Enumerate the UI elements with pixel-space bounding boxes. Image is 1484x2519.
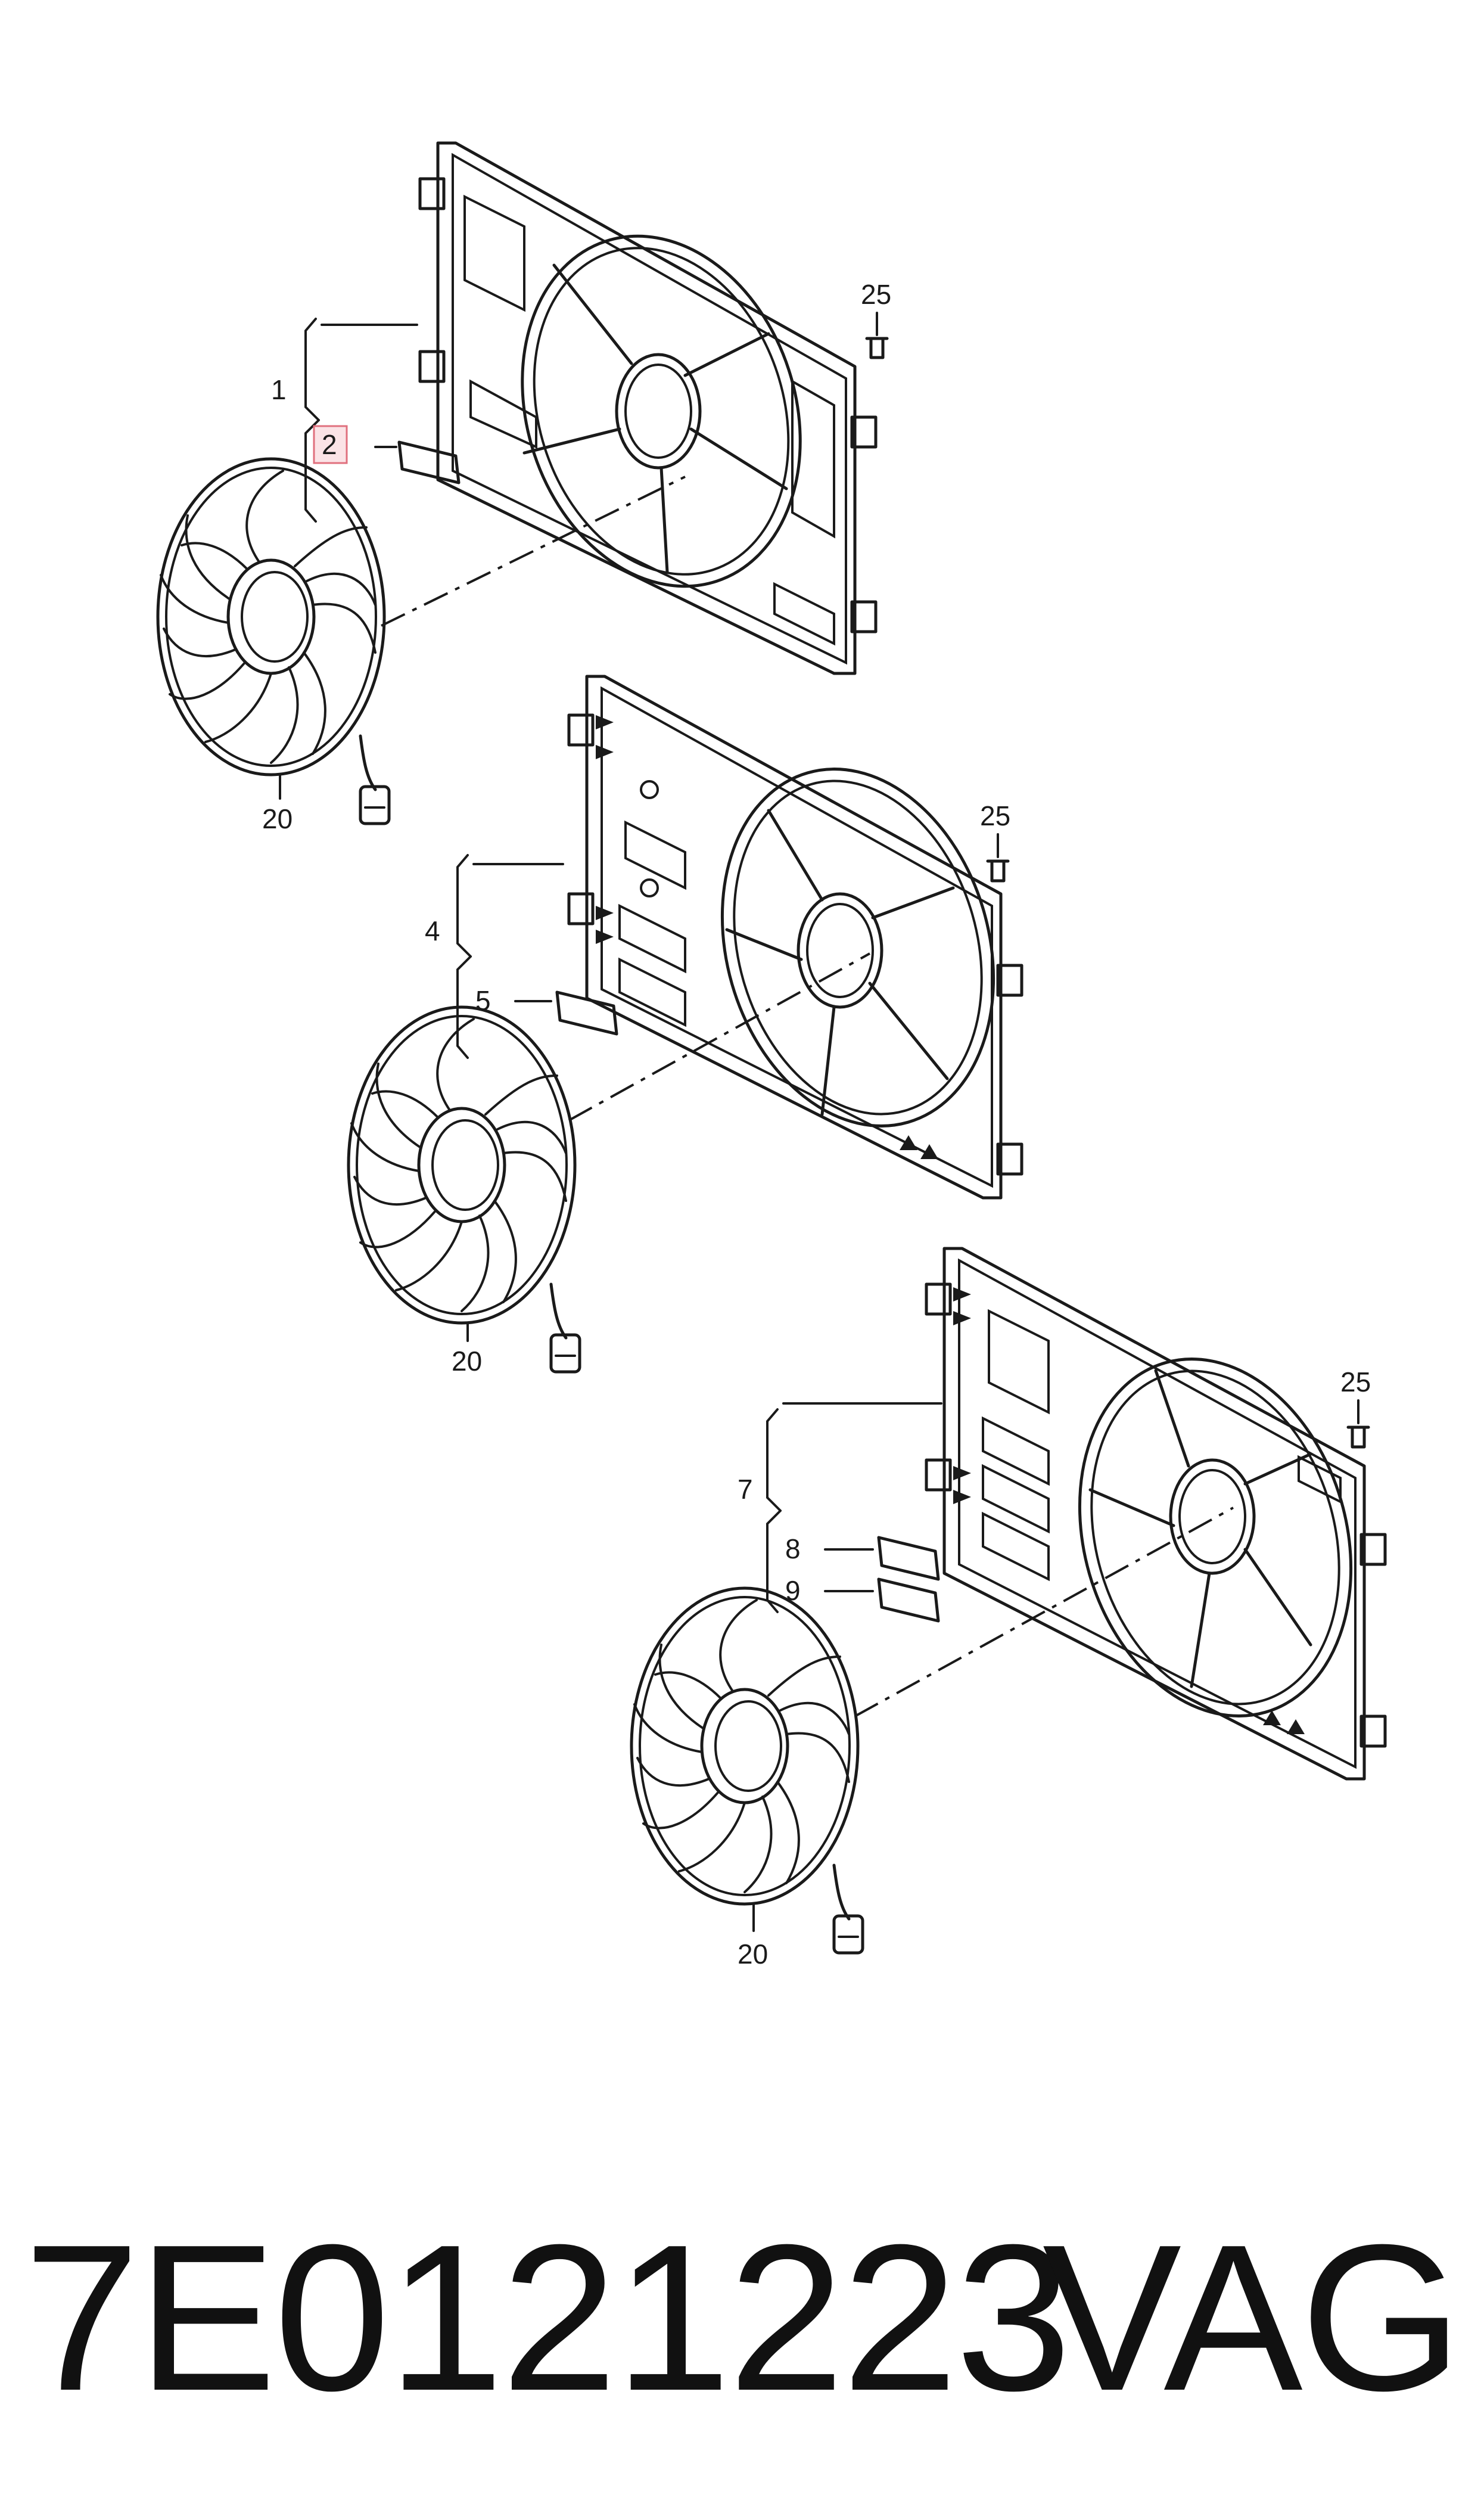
- callout-7: 7: [738, 1474, 753, 1505]
- bolt-25-a: [865, 337, 889, 359]
- callout-labels: 1 2 25 20 4 5 25 20 7 8 9 25 20: [262, 279, 1371, 1970]
- callout-20-c: 20: [738, 1939, 768, 1970]
- strip-2-part: [397, 440, 461, 484]
- strip-8-part: [877, 1536, 940, 1581]
- footer-row: 7E0121223 VAG: [0, 2199, 1484, 2437]
- callout-4: 4: [425, 915, 440, 946]
- callout-1: 1: [271, 374, 287, 405]
- shroud-c-frame: [942, 1247, 1366, 1781]
- callout-2: 2: [322, 429, 337, 460]
- callout-20-b: 20: [452, 1346, 482, 1377]
- callout-9: 9: [785, 1575, 801, 1606]
- callout-25-c: 25: [1340, 1366, 1371, 1397]
- callout-25-b: 25: [980, 800, 1010, 831]
- shroud-b-frame: [585, 675, 1003, 1200]
- diagram-svg: 1 2 25 20 4 5 25 20 7 8 9 25 20: [0, 141, 1387, 1970]
- callout-5: 5: [475, 985, 491, 1016]
- fan-a: [158, 459, 389, 824]
- shroud-a-frame: [436, 141, 857, 675]
- callout-25-a: 25: [861, 279, 891, 310]
- part-number: 7E0121223: [24, 2201, 1072, 2434]
- callout-20-a: 20: [262, 803, 293, 834]
- callout-2-highlight: [313, 425, 348, 464]
- assembly-b: [349, 675, 1023, 1372]
- assembly-c: [631, 1247, 1387, 1953]
- fan-b: [349, 1007, 580, 1372]
- exploded-parts-diagram: 1 2 25 20 4 5 25 20 7 8 9 25 20: [0, 141, 1387, 1970]
- bolt-25-c: [1346, 1425, 1370, 1449]
- bolt-25-b: [986, 859, 1010, 883]
- strip-5-part: [555, 990, 618, 1036]
- assembly-a: [158, 141, 889, 824]
- fan-c: [631, 1588, 863, 1953]
- brand-name: VAG: [1042, 2201, 1463, 2434]
- callout-8: 8: [785, 1533, 801, 1564]
- strip-9-part: [877, 1577, 940, 1623]
